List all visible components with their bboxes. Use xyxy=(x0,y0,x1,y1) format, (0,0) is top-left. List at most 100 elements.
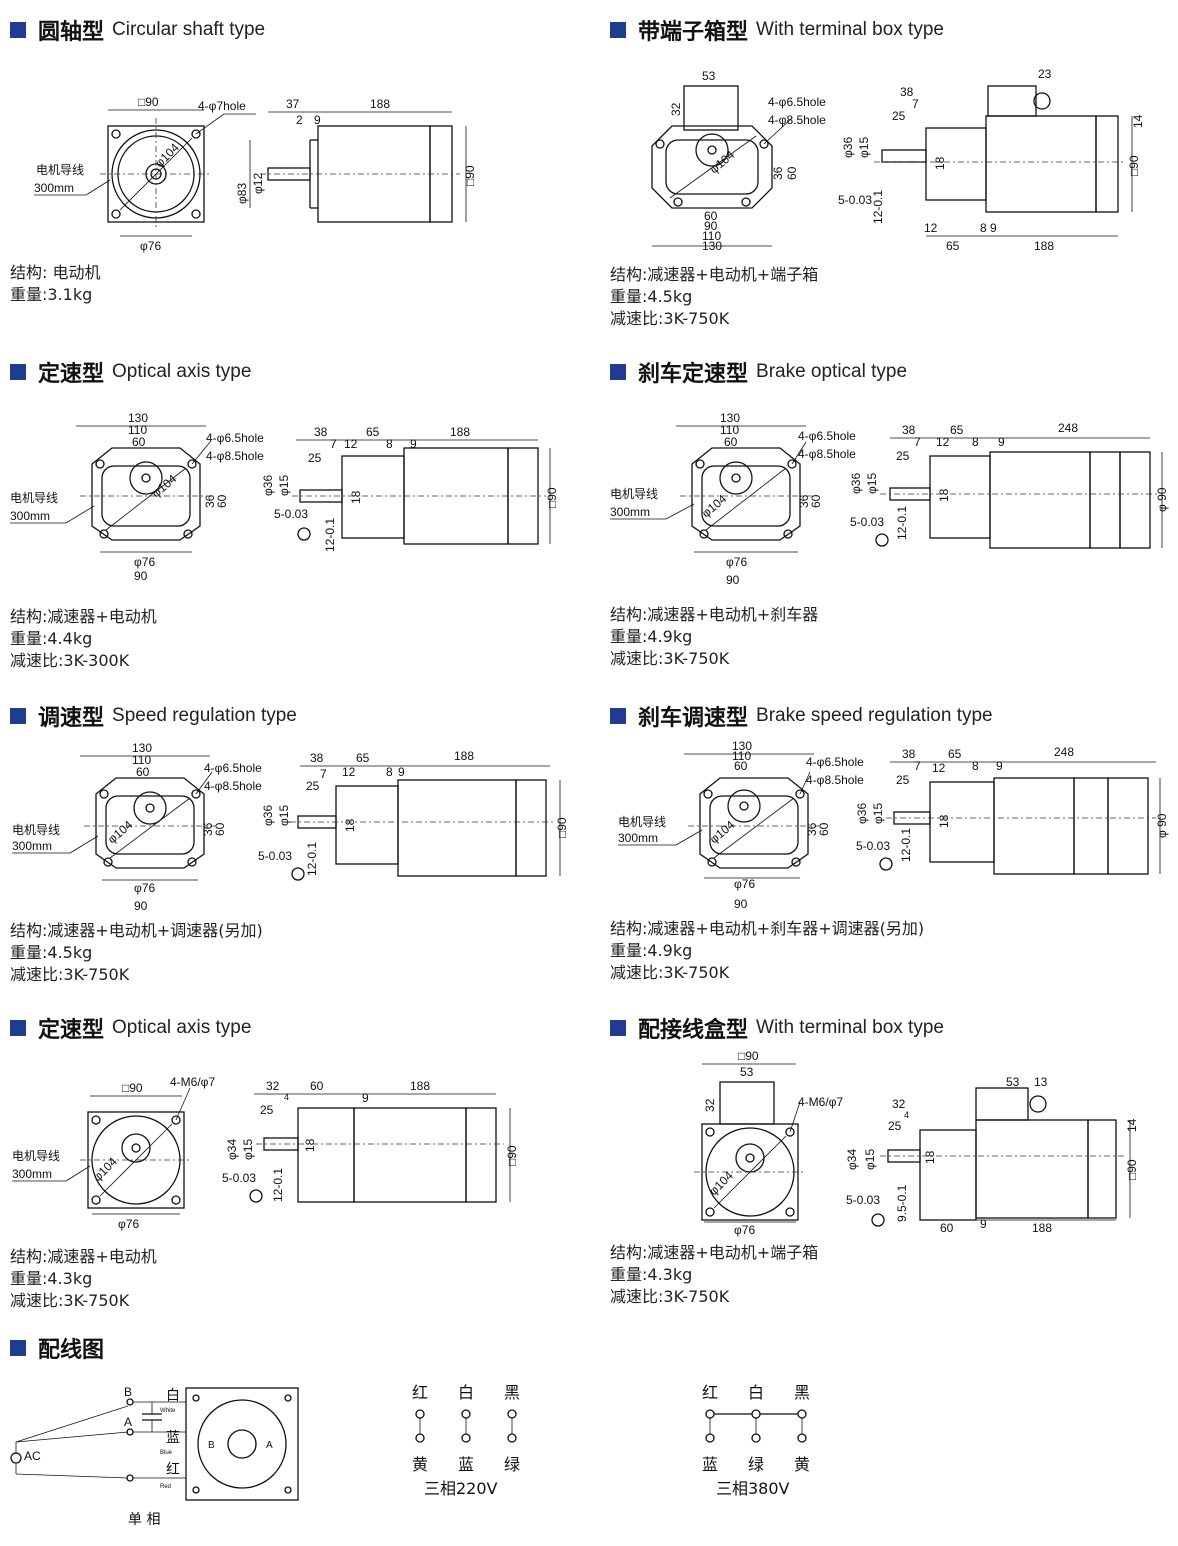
three-phase-220-diagram: 红 白 黑 黄 蓝 绿 三相220V xyxy=(412,1383,520,1498)
spec-weight: 重量:3.1kg xyxy=(10,285,93,304)
dim-key: 5-0.03 xyxy=(274,507,308,521)
spec-weight: 重量:4.4kg xyxy=(10,629,93,648)
spec-list: 结构:减速器+电动机+刹车器+调速器(另加) 重量:4.9kg 减速比:3K-7… xyxy=(610,918,924,984)
dim-key2: 12-0.1 xyxy=(305,842,319,876)
spec-list: 结构:减速器+电动机+刹车器 重量:4.9kg 减速比:3K-750K xyxy=(610,604,818,670)
dim-w60: 60 xyxy=(734,759,748,773)
dim-key: 5-0.03 xyxy=(222,1171,256,1185)
dim-l7: 7 xyxy=(320,767,327,781)
wire-red-zh: 红 xyxy=(166,1462,180,1478)
dim-h32: 32 xyxy=(703,1098,717,1112)
dim-h18: 18 xyxy=(923,1150,937,1164)
dim-d36: φ36 xyxy=(841,137,855,158)
title-square-icon xyxy=(10,22,26,38)
dim-hole1: 4-φ6.5hole xyxy=(806,755,864,769)
dim-l12: 12 xyxy=(342,765,356,779)
dim-d15: φ15 xyxy=(277,805,291,826)
title-zh: 配接线盒型 xyxy=(638,1018,749,1043)
spec-list: 结构:减速器+电动机+调速器(另加) 重量:4.5kg 减速比:3K-750K xyxy=(10,920,263,986)
three-phase-380-diagram: 红 白 黑 蓝 绿 黄 三相380V xyxy=(702,1383,810,1498)
dim-l188: 188 xyxy=(410,1079,430,1093)
dim-l9: 9 xyxy=(998,435,1005,449)
dim-l9: 9 xyxy=(398,765,405,779)
dim-h90: □90 xyxy=(1127,155,1141,176)
title-zh: 刹车调速型 xyxy=(638,706,749,731)
section-title: 调速型 Speed regulation type xyxy=(10,700,297,732)
dim-hole1: 4-φ6.5hole xyxy=(204,761,262,775)
dim-h60: 60 xyxy=(213,822,227,836)
dim-h18: 18 xyxy=(303,1138,317,1152)
spec-structure: 结构:减速器+电动机+刹车器 xyxy=(610,605,819,624)
dim-w53: 53 xyxy=(740,1065,754,1079)
top-black: 黑 xyxy=(794,1383,810,1402)
wire-white-en: White xyxy=(160,1408,176,1414)
dim-l8: 8 xyxy=(972,759,979,773)
title-square-icon xyxy=(610,364,626,380)
wire-length: 300mm xyxy=(610,505,650,519)
spec-structure: 结构:减速器+电动机 xyxy=(10,607,157,626)
title-en: With terminal box type xyxy=(756,1017,944,1038)
wire-length: 300mm xyxy=(12,839,52,853)
dim-key: 5-0.03 xyxy=(258,849,292,863)
dim-l188: 188 xyxy=(1034,239,1054,253)
title-square-icon xyxy=(610,22,626,38)
section-wiring: 配线图 AC B A 白 White 蓝 Blue 红 Red xyxy=(10,1332,1170,1542)
dim-d36: φ36 xyxy=(261,475,275,496)
spec-list: 结构:减速器+电动机 重量:4.3kg 减速比:3K-750K xyxy=(10,1246,157,1312)
dim-square: □90 xyxy=(138,95,159,109)
dim-l248: 248 xyxy=(1058,421,1078,435)
dim-h36: 36 xyxy=(797,494,811,508)
spec-structure: 结构: 电动机 xyxy=(10,263,101,282)
dim-l37: 37 xyxy=(286,97,300,111)
dim-pcd: φ104 xyxy=(707,147,738,176)
terminal-a: A xyxy=(124,1415,132,1429)
dim-h18: 18 xyxy=(937,488,951,502)
dim-hole1: 4-φ6.5hole xyxy=(798,429,856,443)
spec-ratio: 减速比:3K-750K xyxy=(610,309,730,328)
title-square-icon xyxy=(10,1020,26,1036)
dim-l4: 4 xyxy=(284,1092,289,1102)
dim-l188: 188 xyxy=(450,425,470,439)
dim-key: 5-0.03 xyxy=(838,193,872,207)
section-title: 定速型 Optical axis type xyxy=(10,356,251,388)
dim-square: □90 xyxy=(738,1049,759,1063)
spec-list: 结构:减速器+电动机 重量:4.4kg 减速比:3K-300K xyxy=(10,606,157,672)
dim-l188: 188 xyxy=(454,749,474,763)
top-red: 红 xyxy=(412,1383,428,1402)
spec-list: 结构: 电动机 重量:3.1kg xyxy=(10,262,100,306)
title-en: Brake optical type xyxy=(756,361,908,382)
wire-label: 电机导线 xyxy=(12,823,60,837)
wire-length: 300mm xyxy=(34,181,74,195)
title-en: With terminal box type xyxy=(756,19,944,40)
dim-d36: φ36 xyxy=(849,473,863,494)
dim-d15: φ15 xyxy=(865,473,879,494)
dim-l12: 12 xyxy=(924,221,938,235)
dim-h18: 18 xyxy=(349,490,363,504)
dim-w90: 90 xyxy=(134,899,148,913)
dim-w60: 60 xyxy=(724,435,738,449)
section-title: 圆轴型 Circular shaft type xyxy=(10,14,265,46)
wire-length: 300mm xyxy=(12,1167,52,1181)
top-white: 白 xyxy=(458,1383,474,1402)
dim-h90: □90 xyxy=(463,165,477,186)
wire-label: 电机导线 xyxy=(10,491,58,505)
optical-axis-2-drawing: □90 φ104 4-M6/φ7 电机导线 300mm φ76 32 60 18… xyxy=(12,1075,519,1231)
ac-label: AC xyxy=(24,1449,41,1463)
dim-h60: 60 xyxy=(785,166,799,180)
dim-d76: φ76 xyxy=(140,239,161,253)
dim-l7: 7 xyxy=(914,759,921,773)
dim-l65: 65 xyxy=(356,751,370,765)
dim-l13: 13 xyxy=(1034,1075,1048,1089)
dim-h90: φ 90 xyxy=(1155,813,1169,838)
dim-d76: φ76 xyxy=(134,555,155,569)
dim-w60: 60 xyxy=(132,435,146,449)
dim-w110: 110 xyxy=(720,423,739,437)
dim-hole2: 4-φ8.5hole xyxy=(204,779,262,793)
dim-d36: φ36 xyxy=(855,803,869,824)
dim-key2: 12-0.1 xyxy=(271,1168,285,1202)
dim-key: 5-0.03 xyxy=(850,515,884,529)
rotation-b: B xyxy=(208,1440,215,1451)
dim-l9: 9 xyxy=(362,1091,369,1105)
title-en: Optical axis type xyxy=(112,1017,252,1038)
dim-d76: φ76 xyxy=(118,1217,139,1231)
